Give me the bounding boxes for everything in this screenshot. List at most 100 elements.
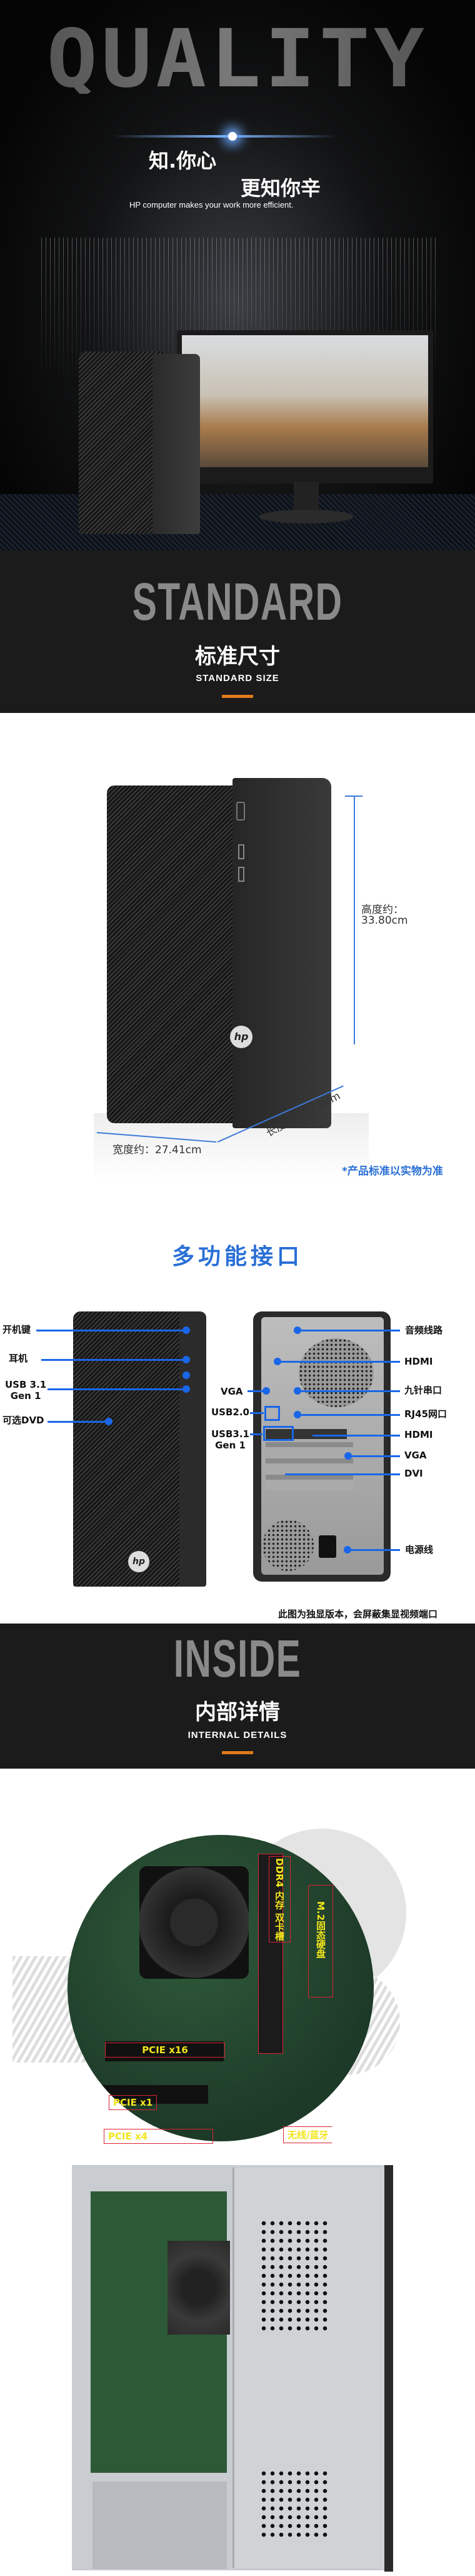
callout-line xyxy=(248,1390,266,1392)
vent-holes xyxy=(259,2219,328,2331)
height-value: 33.80cm xyxy=(361,914,408,927)
callout-dot xyxy=(274,1358,281,1365)
callout-dot xyxy=(105,1418,112,1425)
callout-line xyxy=(41,1359,185,1361)
motherboard-photo xyxy=(68,1835,374,2141)
pc-tower-side xyxy=(232,778,331,1128)
usb-port-icon xyxy=(238,844,244,859)
rear-port-label: USB2.0 xyxy=(211,1407,249,1418)
callout-line xyxy=(48,1421,110,1423)
callout-line xyxy=(285,1473,400,1475)
monitor-stand xyxy=(294,482,319,513)
rear-port-label: VGA xyxy=(221,1386,243,1397)
hero-tagline: HP computer makes your work more efficie… xyxy=(129,200,294,210)
pcie-x4-label: PCIE x4 xyxy=(104,2129,213,2144)
height-dimension-tick xyxy=(345,796,362,797)
hero-banner: QUALITY 知.你心 更知你辛 HP computer makes your… xyxy=(0,0,475,550)
section-subtitle: INTERNAL DETAILS xyxy=(188,1730,288,1740)
hp-logo-icon: hp xyxy=(230,1026,252,1048)
front-io-panel xyxy=(179,1311,206,1587)
m2-label: M.2固态硬盘 xyxy=(315,1901,326,1959)
pcie-x4-slot xyxy=(102,2085,208,2104)
pcie-x1-label: PCIE x1 xyxy=(109,2095,158,2110)
callout-line xyxy=(297,1414,400,1416)
callout-line xyxy=(348,1455,400,1457)
accent-bar xyxy=(222,695,253,698)
height-dimension-line xyxy=(354,796,355,1044)
height-label: 高度约： xyxy=(361,904,404,916)
callout-dot xyxy=(182,1356,190,1363)
pcie-x16-label: PCIE x16 xyxy=(105,2043,225,2058)
hero-slogan-1: 知.你心 xyxy=(149,149,217,173)
rear-port-label: 电源线 xyxy=(405,1544,434,1555)
section-subtitle: STANDARD SIZE xyxy=(196,673,279,684)
dimensions-section: hp 高度约： 33.80cm 宽度约：27.41cm 长度约：17.0cm *… xyxy=(0,713,475,1276)
disclaimer-note: *产品标准以实物为准 xyxy=(342,1165,443,1178)
wireless-label: 无线/蓝牙 xyxy=(283,2126,332,2143)
monitor-screen xyxy=(182,335,428,467)
rear-port-label: DVI xyxy=(404,1468,423,1479)
light-flare xyxy=(112,135,338,138)
pc-tower-front xyxy=(107,785,238,1123)
callout-dot xyxy=(294,1387,301,1395)
callout-dot xyxy=(294,1411,301,1418)
power-button-icon xyxy=(236,802,245,821)
section-title: 标准尺寸 xyxy=(195,644,280,669)
usb3-highlight xyxy=(263,1426,294,1441)
callout-line xyxy=(250,1412,264,1414)
internal-details-header: INSIDE 内部详情 INTERNAL DETAILS xyxy=(0,1624,475,1769)
callout-dot xyxy=(262,1387,270,1395)
ports-title: 多功能接口 xyxy=(171,1244,303,1270)
width-label: 宽度约：27.41cm xyxy=(112,1144,202,1156)
section-bg-word: INSIDE xyxy=(173,1629,302,1688)
callout-dot xyxy=(344,1452,352,1460)
front-port-label: 耳机 xyxy=(9,1353,28,1364)
front-port-label: USB 3.1 Gen 1 xyxy=(5,1379,47,1402)
motherboard-section: DDR4 内存 双卡槽 M.2固态硬盘 PCIE x16 PCIE x1 PCI… xyxy=(0,1769,475,2156)
callout-line xyxy=(48,1388,185,1390)
usb-port-icon xyxy=(238,867,244,882)
psu xyxy=(92,2482,227,2569)
light-flare-dot xyxy=(228,132,237,141)
ddr4-slot xyxy=(258,1854,283,2054)
ports-section: hp 开机键 耳机 USB 3.1 Gen 1 可选DVD VGA USB2.0… xyxy=(0,1276,475,1624)
power-socket xyxy=(319,1535,336,1558)
front-port-label: 可选DVD xyxy=(2,1415,44,1426)
fan-grille xyxy=(299,1338,374,1407)
callout-dot xyxy=(294,1326,301,1334)
monitor-base xyxy=(259,510,353,523)
callout-dot xyxy=(182,1326,190,1334)
callout-dot xyxy=(182,1371,190,1379)
callout-line xyxy=(277,1361,400,1363)
rear-port-label: USB3.1 Gen 1 xyxy=(211,1428,249,1451)
rear-port-label: HDMI xyxy=(404,1356,433,1367)
standard-size-header: STANDARD 标准尺寸 STANDARD SIZE xyxy=(0,550,475,713)
rear-port-label: 九针串口 xyxy=(404,1385,442,1396)
rear-port-label: HDMI xyxy=(404,1429,433,1440)
hp-logo-icon: hp xyxy=(128,1551,149,1572)
cpu-cooler xyxy=(168,2241,230,2335)
front-port-label: 开机键 xyxy=(2,1324,31,1335)
vent-holes xyxy=(259,2469,328,2538)
callout-dot xyxy=(344,1546,351,1553)
rear-port-label: VGA xyxy=(404,1450,427,1461)
rear-port-label: 音频线路 xyxy=(405,1325,443,1336)
section-title: 内部详情 xyxy=(195,1700,280,1725)
callout-dot xyxy=(182,1385,190,1393)
section-bg-word: STANDARD xyxy=(132,572,343,631)
floor-pattern xyxy=(0,494,475,550)
hero-slogan-2: 更知你辛 xyxy=(241,176,321,200)
callout-line xyxy=(297,1390,400,1392)
graphics-card-bracket xyxy=(266,1429,347,1439)
m2-slot xyxy=(308,1885,333,1998)
callout-line xyxy=(36,1330,185,1331)
psu-fan-grille xyxy=(262,1520,314,1571)
callout-line xyxy=(297,1330,400,1331)
hero-title: QUALITY xyxy=(0,19,475,99)
case-interior-section xyxy=(0,2156,475,2576)
pc-tower-image xyxy=(79,351,166,534)
callout-line xyxy=(312,1435,400,1437)
pcie-x16-slot xyxy=(105,2041,224,2061)
front-bezel xyxy=(384,2165,393,2572)
ddr4-label: DDR4 内存 双卡槽 xyxy=(269,1856,291,1943)
